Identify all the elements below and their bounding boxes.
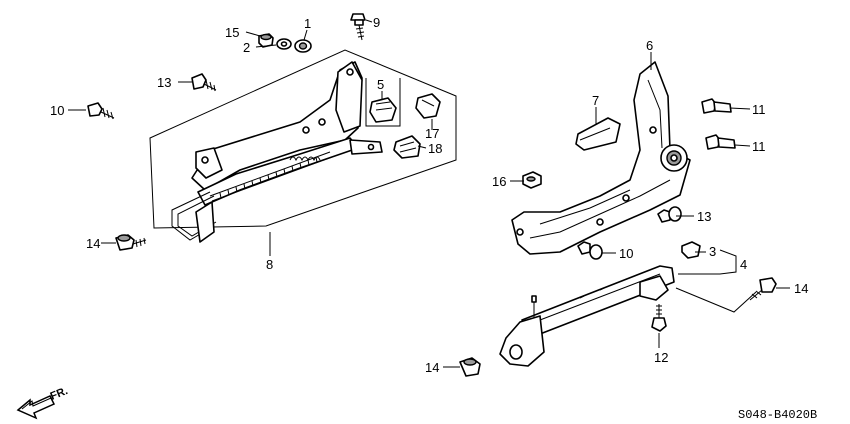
front-direction-arrow-icon: FR. bbox=[16, 385, 70, 420]
callout-16: 16 bbox=[492, 174, 506, 189]
cover-7 bbox=[575, 117, 621, 151]
callout-18: 18 bbox=[428, 141, 442, 156]
clip-18 bbox=[393, 135, 421, 159]
washer-2 bbox=[276, 38, 292, 50]
lower-rail-4 bbox=[499, 265, 675, 367]
cap-1 bbox=[294, 39, 312, 53]
callout-5: 5 bbox=[377, 77, 384, 92]
callout-9: 9 bbox=[373, 15, 380, 30]
callout-3: 3 bbox=[709, 244, 716, 259]
bolt-11-upper bbox=[701, 98, 732, 114]
bolt-14-right-upper bbox=[749, 277, 777, 301]
bolt-9 bbox=[350, 13, 366, 41]
seat-adjuster-rail-left bbox=[171, 61, 383, 243]
assembly-box-8 bbox=[149, 49, 457, 229]
callout-1: 1 bbox=[304, 16, 311, 31]
callout-14-lower: 14 bbox=[425, 360, 439, 375]
leader-lines bbox=[68, 19, 790, 368]
callout-14-right: 14 bbox=[794, 281, 808, 296]
callout-15: 15 bbox=[225, 25, 239, 40]
callout-2: 2 bbox=[243, 40, 250, 55]
bolt-10-left bbox=[87, 102, 115, 120]
clip-box-5 bbox=[365, 78, 401, 127]
callout-10-left: 10 bbox=[50, 103, 64, 118]
bolt-13-right bbox=[657, 206, 682, 223]
bolt-11-lower bbox=[705, 134, 736, 150]
diagram-code: S048-B4020B bbox=[738, 408, 817, 422]
bolt-13-left bbox=[191, 73, 217, 92]
callout-13-left: 13 bbox=[157, 75, 171, 90]
bolt-10-right bbox=[577, 241, 603, 260]
callout-11-upper: 11 bbox=[752, 102, 766, 117]
callout-12: 12 bbox=[654, 350, 668, 365]
clip-17 bbox=[415, 93, 441, 119]
nut-16 bbox=[522, 171, 542, 189]
bolt-14-lower bbox=[459, 357, 481, 377]
callout-17: 17 bbox=[425, 126, 439, 141]
callout-14-left: 14 bbox=[86, 236, 100, 251]
callout-4: 4 bbox=[740, 257, 747, 272]
callout-numbers: 1 15 2 9 13 10 5 17 18 14 8 6 7 11 11 16… bbox=[50, 15, 808, 375]
callout-13-right: 13 bbox=[697, 209, 711, 224]
bolt-14-left bbox=[115, 234, 147, 251]
front-direction-label: FR. bbox=[49, 385, 70, 403]
callout-8: 8 bbox=[266, 257, 273, 272]
bolt-12 bbox=[651, 304, 667, 332]
callout-11-lower: 11 bbox=[752, 139, 766, 154]
callout-7: 7 bbox=[592, 93, 599, 108]
clip-3 bbox=[681, 241, 701, 259]
callout-6: 6 bbox=[646, 38, 653, 53]
recliner-frame-6 bbox=[511, 61, 691, 255]
callout-10-right: 10 bbox=[619, 246, 633, 261]
